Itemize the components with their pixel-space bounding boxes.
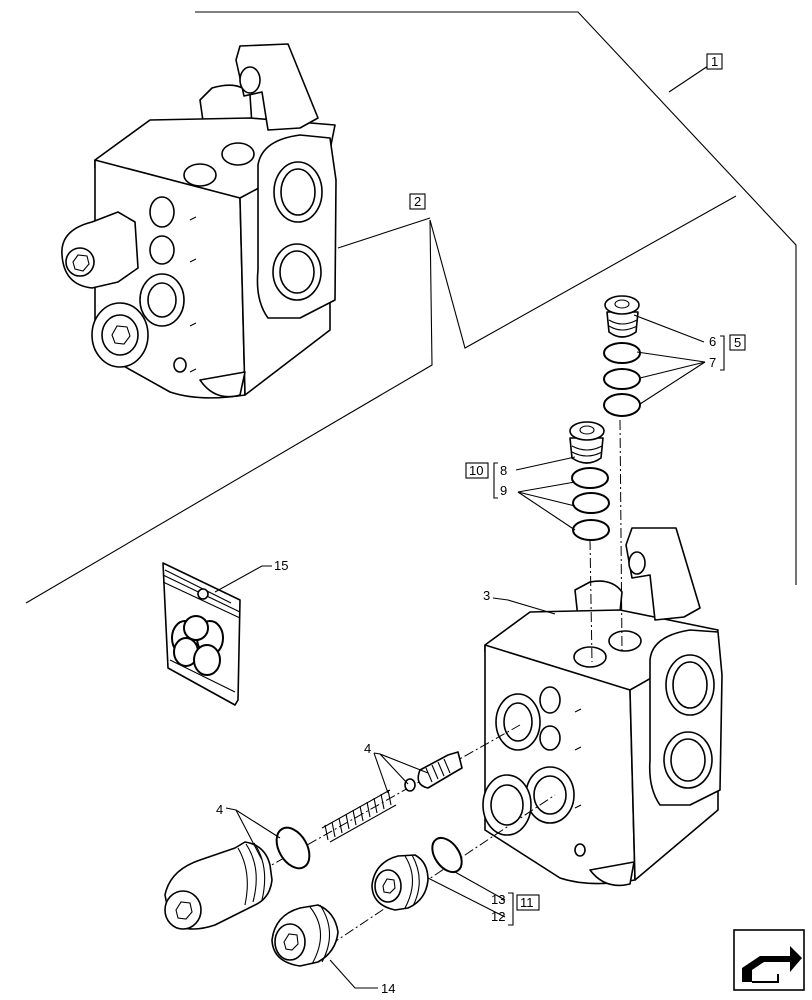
bracket-11 bbox=[508, 892, 514, 926]
callout-12: 12 bbox=[491, 909, 505, 924]
callout-13: 13 bbox=[491, 892, 505, 907]
callout-1: 1 bbox=[711, 54, 718, 69]
callout-11: 11 bbox=[520, 895, 534, 910]
callout-9: 9 bbox=[500, 483, 507, 498]
navigation-arrow-icon[interactable] bbox=[733, 929, 805, 991]
callout-box-11 bbox=[516, 894, 540, 911]
plug-and-orings-6-7 bbox=[603, 295, 641, 417]
plug-12-and-oring-13 bbox=[371, 836, 463, 911]
bracket-5 bbox=[720, 335, 725, 371]
plug-and-orings-8-9 bbox=[569, 421, 610, 541]
callout-3: 3 bbox=[483, 588, 490, 603]
assembly-frame-lines bbox=[25, 11, 797, 604]
callout-labels: 1 2 3 4 4 6 7 5 8 9 10 13 12 11 14 15 bbox=[216, 53, 746, 996]
callout-8: 8 bbox=[500, 463, 507, 478]
relief-valve-parts-4 bbox=[164, 751, 463, 930]
callout-box-1 bbox=[706, 53, 723, 70]
callout-box-5 bbox=[729, 334, 746, 351]
callout-6: 6 bbox=[709, 334, 716, 349]
callout-14: 14 bbox=[381, 981, 395, 996]
leader-lines bbox=[214, 65, 709, 989]
callout-15: 15 bbox=[274, 558, 288, 573]
callout-4-cap: 4 bbox=[216, 802, 223, 817]
seal-kit-bag-15 bbox=[162, 562, 241, 706]
valve-section-assembled bbox=[61, 43, 337, 399]
callout-4-spring: 4 bbox=[364, 741, 371, 756]
callout-2: 2 bbox=[414, 194, 421, 209]
valve-section-exploded-body bbox=[482, 527, 723, 887]
callout-box-10 bbox=[465, 462, 489, 479]
plug-14 bbox=[271, 904, 339, 967]
callout-box-2 bbox=[409, 193, 426, 210]
bracket-10 bbox=[493, 462, 498, 499]
callout-7: 7 bbox=[709, 355, 716, 370]
callout-5: 5 bbox=[734, 335, 741, 350]
callout-10: 10 bbox=[469, 463, 483, 478]
